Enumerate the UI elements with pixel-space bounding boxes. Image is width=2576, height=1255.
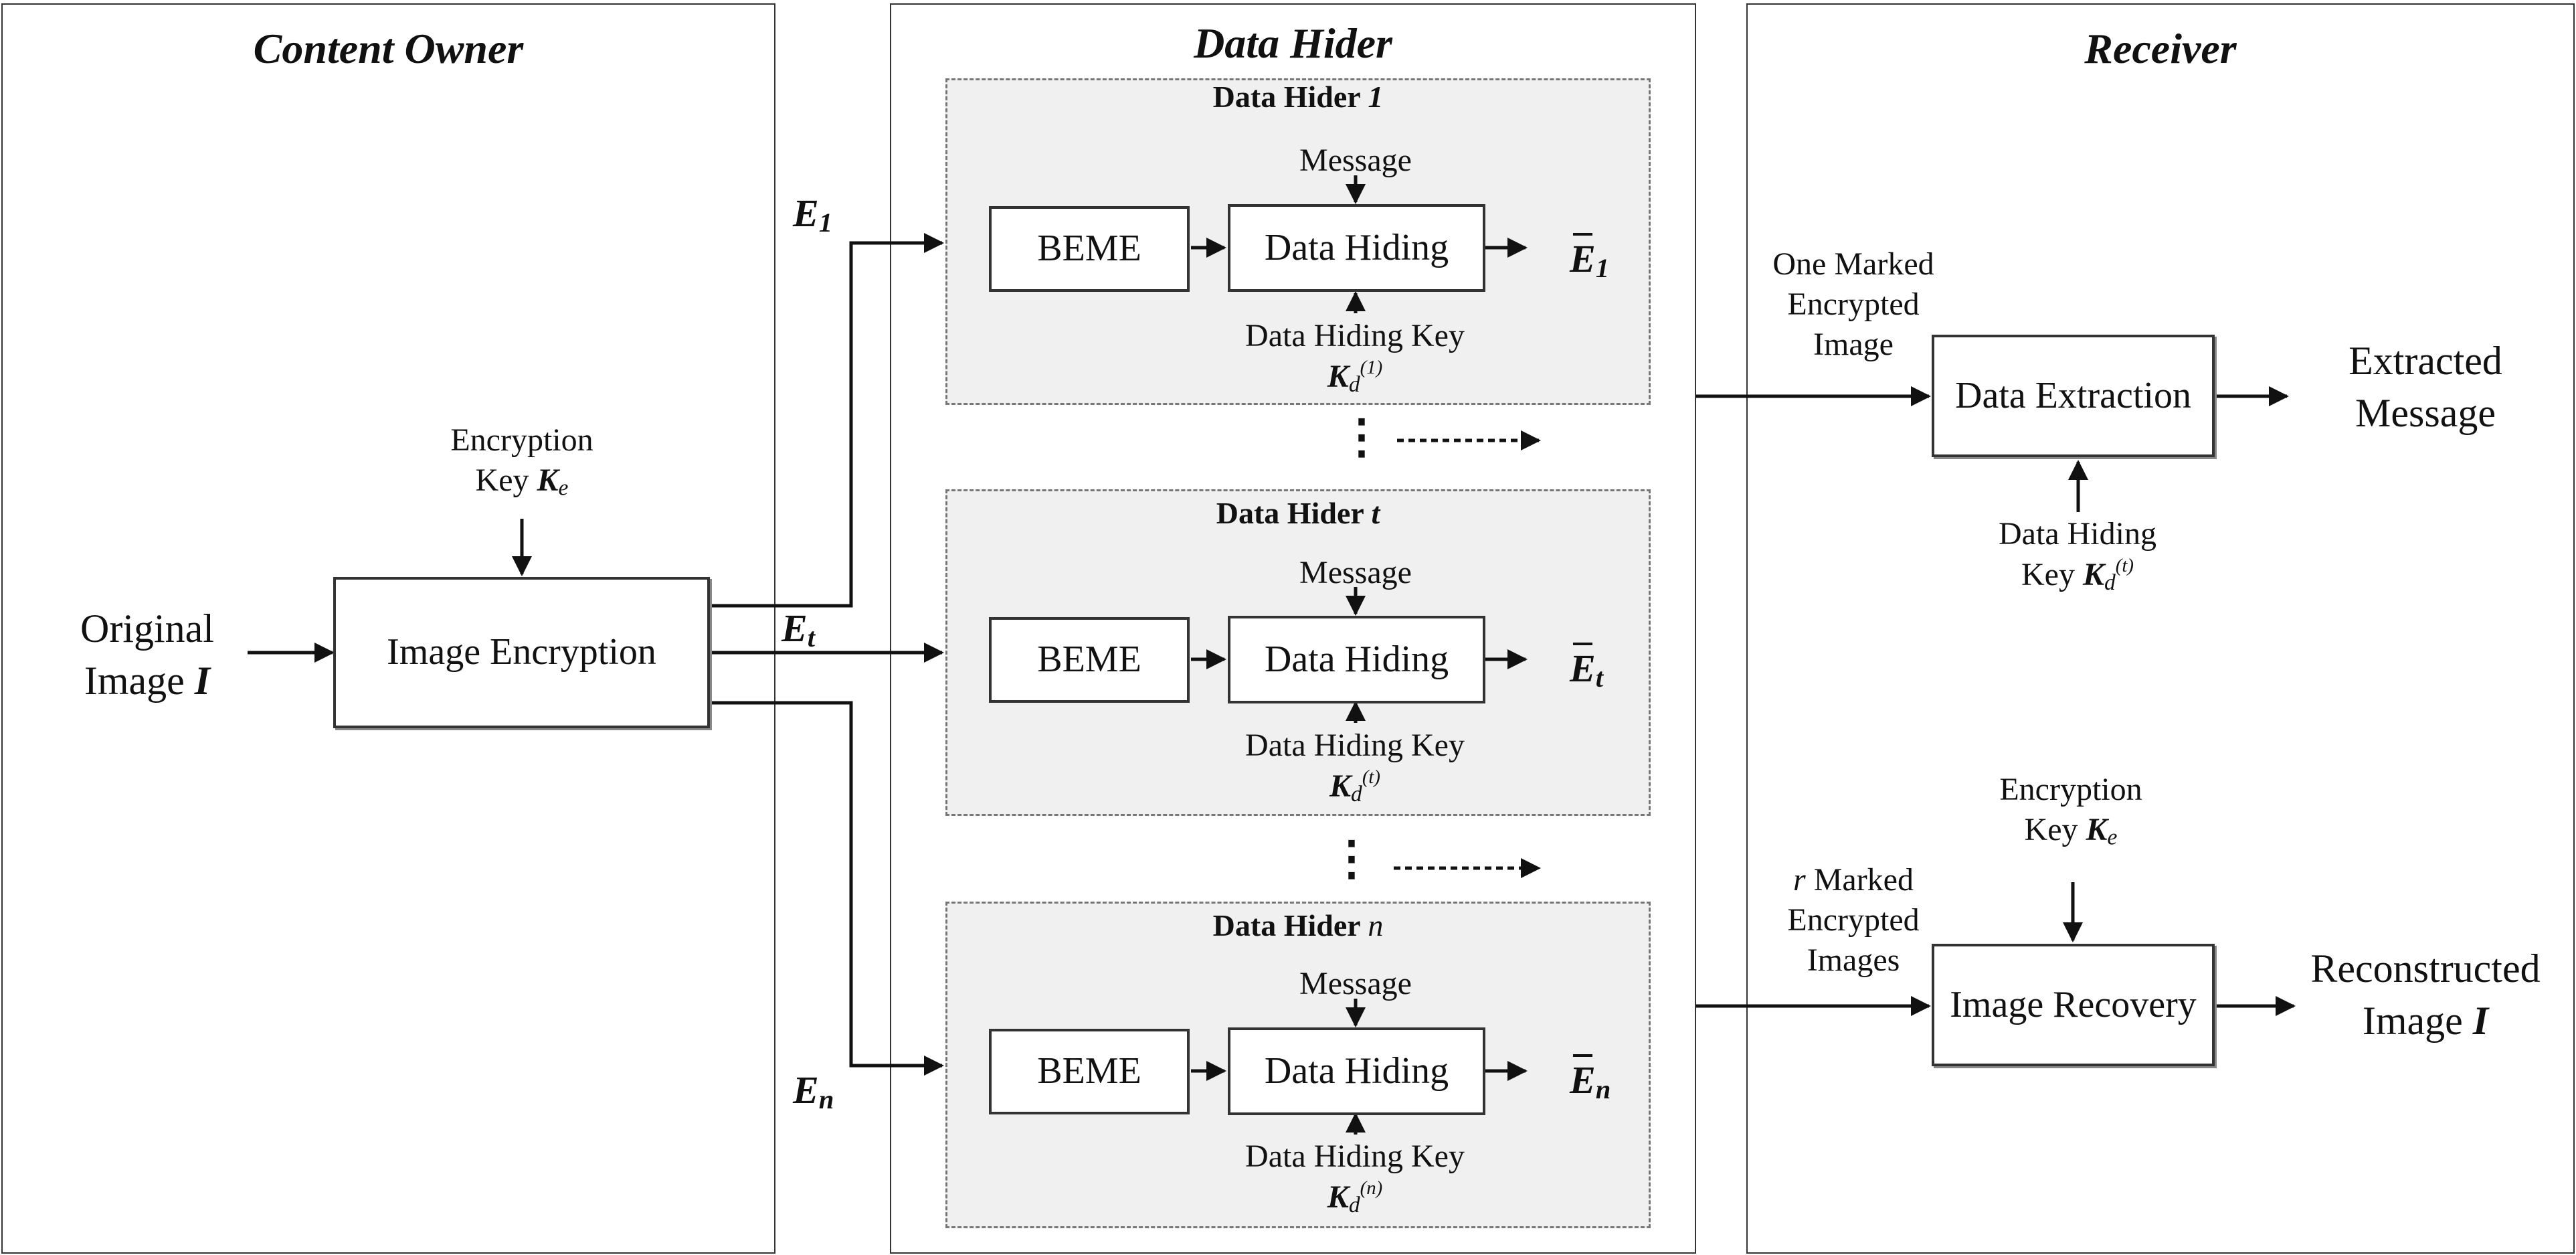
data-hider-t-title: Data Hider t: [1216, 496, 1380, 530]
data-hider-title: Data Hider: [1194, 19, 1392, 67]
marked-et-label: Et: [1570, 642, 1603, 693]
receiver-encryption-key-label: Encryption Key Ke: [1999, 772, 2142, 850]
image-encryption-box: Image Encryption: [333, 577, 710, 728]
encryption-key-label: Encryption Key Ke: [450, 422, 593, 501]
data-hider-1-title: Data Hider 1: [1212, 80, 1384, 114]
beme-box-1: BEME: [989, 206, 1190, 292]
content-owner-title: Content Owner: [253, 25, 524, 72]
one-marked-image-label: One Marked Encrypted Image: [1772, 246, 1934, 362]
message-label-1: Message: [1299, 143, 1412, 178]
e1-label: E1: [793, 191, 832, 238]
data-hiding-key-t-label: Data Hiding Key Kd(t): [1245, 728, 1465, 807]
reconstructed-image-label: Reconstructed Image I: [2310, 946, 2541, 1043]
message-label-t: Message: [1299, 555, 1412, 590]
vertical-ellipsis-1: ⋮: [1338, 412, 1385, 463]
receiver-data-hiding-key-label: Data Hiding Key Kd(t): [1999, 516, 2156, 595]
data-hiding-key-1-label: Data Hiding Key Kd(1): [1245, 318, 1465, 397]
data-hiding-box-1: Data Hiding: [1228, 204, 1485, 292]
data-hiding-key-n-label: Data Hiding Key Kd(n): [1245, 1139, 1465, 1218]
beme-box-n: BEME: [989, 1029, 1190, 1114]
data-hiding-box-t: Data Hiding: [1228, 616, 1485, 703]
vertical-ellipsis-2: ⋮: [1328, 833, 1375, 885]
original-image-label: Original Image I: [80, 606, 214, 703]
message-label-n: Message: [1299, 966, 1412, 1001]
extracted-message-label: Extracted Message: [2349, 339, 2502, 435]
marked-e1-label: E1: [1570, 232, 1609, 284]
en-label: En: [793, 1068, 834, 1115]
receiver-title: Receiver: [2084, 25, 2237, 72]
image-recovery-box: Image Recovery: [1932, 944, 2215, 1066]
beme-box-t: BEME: [989, 617, 1190, 703]
marked-en-label: En: [1570, 1054, 1611, 1105]
data-hider-n-title: Data Hider n: [1212, 908, 1384, 942]
data-hiding-box-n: Data Hiding: [1228, 1027, 1485, 1115]
data-extraction-box: Data Extraction: [1932, 335, 2215, 457]
r-marked-images-label: r Marked Encrypted Images: [1787, 862, 1920, 978]
et-label: Et: [781, 606, 815, 653]
